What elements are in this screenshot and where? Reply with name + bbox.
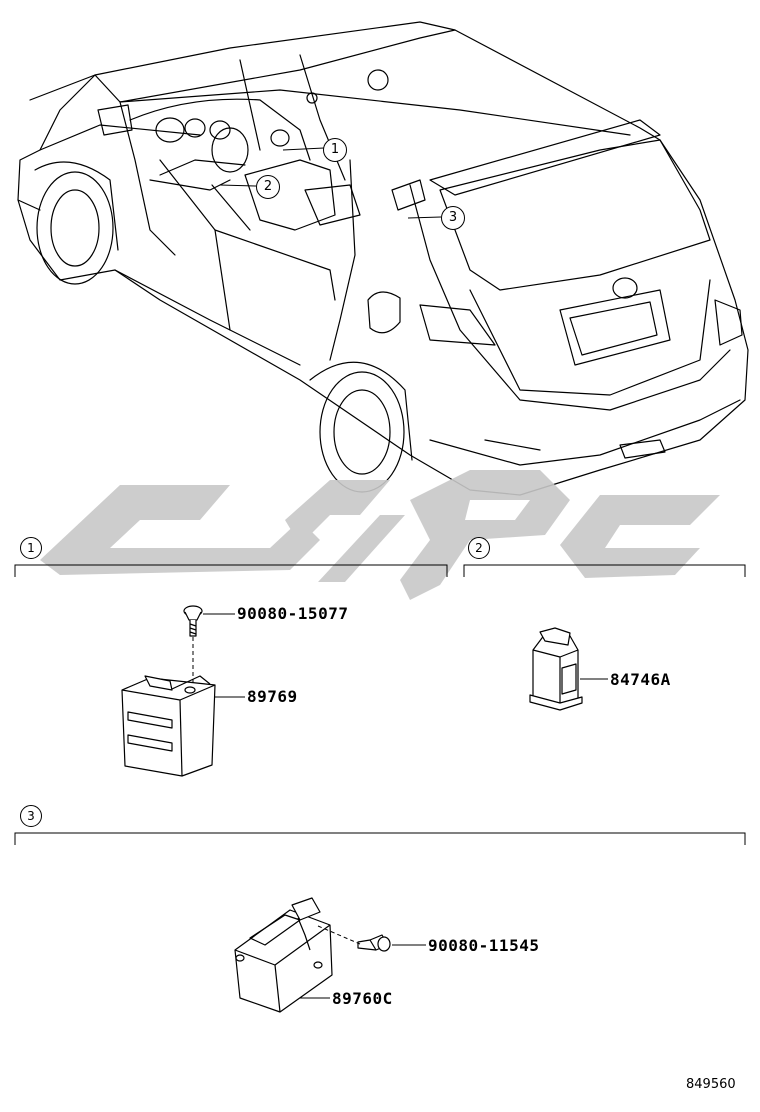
- part-number-84746A: 84746A: [610, 670, 671, 689]
- vehicle-overview-drawing: [17, 21, 749, 496]
- part-number-90080-15077: 90080-15077: [237, 604, 349, 623]
- callout-2: 2: [256, 175, 280, 199]
- front-wheel: [36, 171, 114, 285]
- part-number-89769: 89769: [247, 687, 298, 706]
- watermark-logo: [40, 470, 720, 600]
- section-3-number: 3: [20, 805, 42, 827]
- callout-1: 1: [323, 138, 347, 162]
- section-1-number: 1: [20, 537, 42, 559]
- callout-3: 3: [441, 206, 465, 230]
- part-number-89760C: 89760C: [332, 989, 393, 1008]
- part-number-90080-11545: 90080-11545: [428, 936, 540, 955]
- section-2-number: 2: [468, 537, 490, 559]
- illustration-reference-number: 849560: [686, 1077, 736, 1092]
